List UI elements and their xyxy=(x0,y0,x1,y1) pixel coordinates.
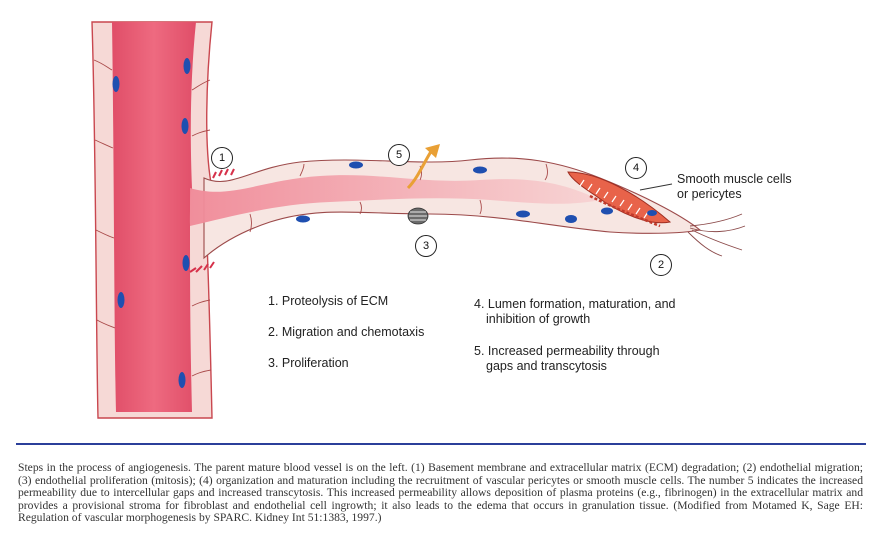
pericyte-underlay xyxy=(589,194,661,228)
marker-2: 2 xyxy=(650,254,672,276)
parent-wall-cells xyxy=(93,59,548,377)
smooth-muscle-pointer xyxy=(639,183,673,191)
permeability-arrowhead xyxy=(425,144,440,158)
figure-caption: Steps in the process of angiogenesis. Th… xyxy=(18,461,863,525)
legend-item-2: 2. Migration and chemotaxis xyxy=(268,325,425,339)
angiogenesis-diagram xyxy=(91,21,746,419)
tip-filopodia xyxy=(687,213,746,257)
legend-item-4-line1: 4. Lumen formation, maturation, and xyxy=(474,297,676,311)
smooth-muscle-stripes xyxy=(579,179,649,219)
legend-item-5-line2: gaps and transcytosis xyxy=(486,359,607,373)
legend-item-1: 1. Proteolysis of ECM xyxy=(268,294,389,308)
caption-divider xyxy=(16,443,866,445)
legend-item-5-line1: 5. Increased permeability through xyxy=(474,344,660,358)
permeability-arrow xyxy=(406,149,434,190)
smooth-muscle-label-line2: or pericytes xyxy=(677,187,742,201)
legend-item-4-line2: inhibition of growth xyxy=(486,312,591,326)
endothelial-nuclei xyxy=(112,58,657,388)
marker-1: 1 xyxy=(211,147,233,169)
mitotic-cell xyxy=(407,207,429,225)
smooth-muscle-label-line1: Smooth muscle cells xyxy=(677,172,792,186)
bm-degradation-marks xyxy=(189,168,235,273)
marker-3: 3 xyxy=(415,235,437,257)
sprout-lumen xyxy=(190,175,600,226)
parent-vessel-lumen xyxy=(112,22,196,412)
marker-5: 5 xyxy=(388,144,410,166)
legend-item-3: 3. Proliferation xyxy=(268,356,349,370)
marker-4: 4 xyxy=(625,157,647,179)
angiogenesis-figure: 1 2 3 4 5 Smooth muscle cells or pericyt… xyxy=(91,21,792,419)
